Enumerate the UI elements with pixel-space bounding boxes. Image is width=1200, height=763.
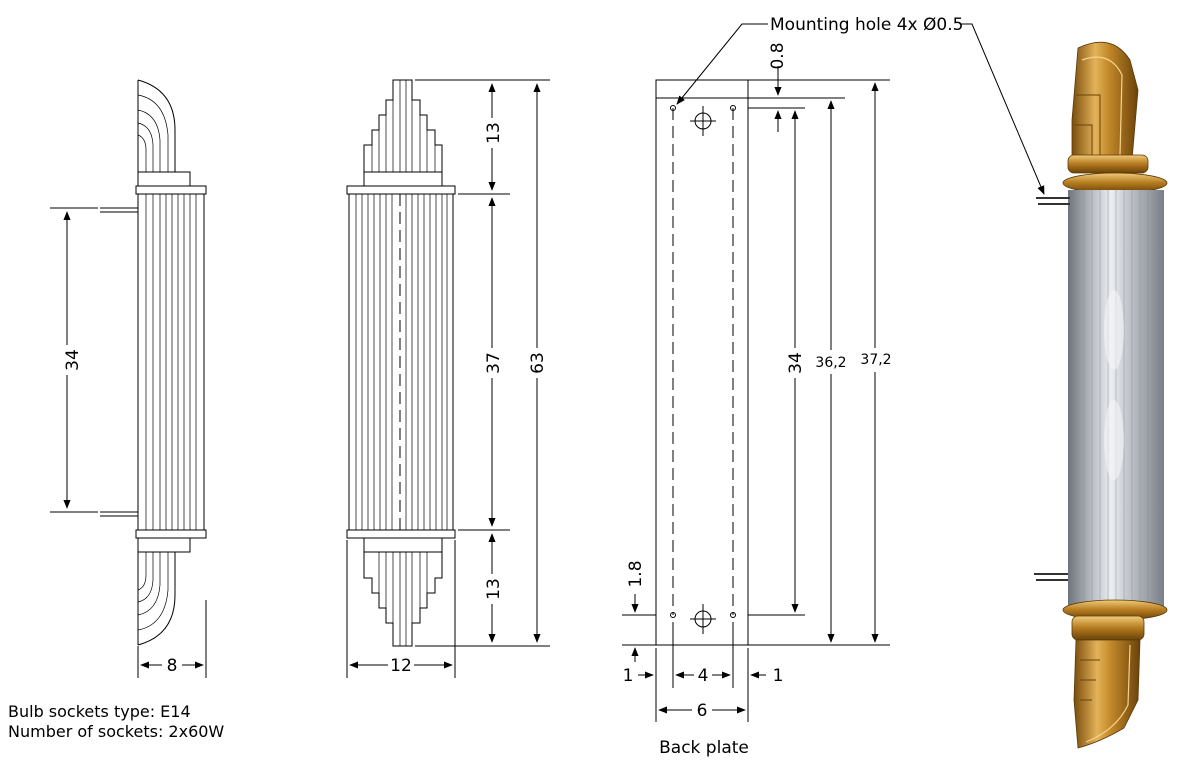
dim-plate-width: 6 (697, 701, 708, 721)
dim-side-height: 34 (63, 349, 83, 371)
side-view: 34 8 (50, 79, 207, 678)
dim-front-bottom: 13 (484, 578, 504, 600)
dim-side-width: 8 (167, 656, 178, 676)
note-socket-count: Number of sockets: 2x60W (8, 722, 225, 741)
dim-plate-inner-height: 36,2 (815, 355, 846, 371)
back-plate-label: Back plate (659, 738, 749, 758)
dim-front-middle: 37 (484, 352, 504, 374)
front-view: 13 37 13 63 12 (346, 79, 550, 678)
lamp-render (1034, 41, 1168, 749)
dim-plate-margin-right: 1 (773, 666, 784, 686)
mounting-hole-label: Mounting hole 4x Ø0.5 (770, 15, 963, 35)
note-socket-type: Bulb sockets type: E14 (8, 702, 191, 721)
side-flutes (145, 194, 197, 530)
dim-front-width: 12 (390, 656, 412, 676)
dim-plate-hole-spacing: 34 (786, 352, 806, 374)
dim-plate-hole-spacing-h: 4 (698, 666, 709, 686)
dim-plate-total-height: 37,2 (860, 352, 891, 368)
dim-plate-hole-bottom: 1.8 (626, 560, 646, 587)
mounting-hole-leader-3d (960, 23, 1045, 195)
dim-front-total: 63 (528, 352, 548, 374)
dim-plate-margin-left: 1 (623, 666, 634, 686)
front-flutes (355, 194, 448, 530)
dim-front-top: 13 (484, 122, 504, 144)
dim-plate-hole-top: 0.8 (768, 42, 788, 69)
back-plate-view: Mounting hole 4x Ø0.5 0.8 34 36,2 37,2 1… (622, 15, 963, 758)
